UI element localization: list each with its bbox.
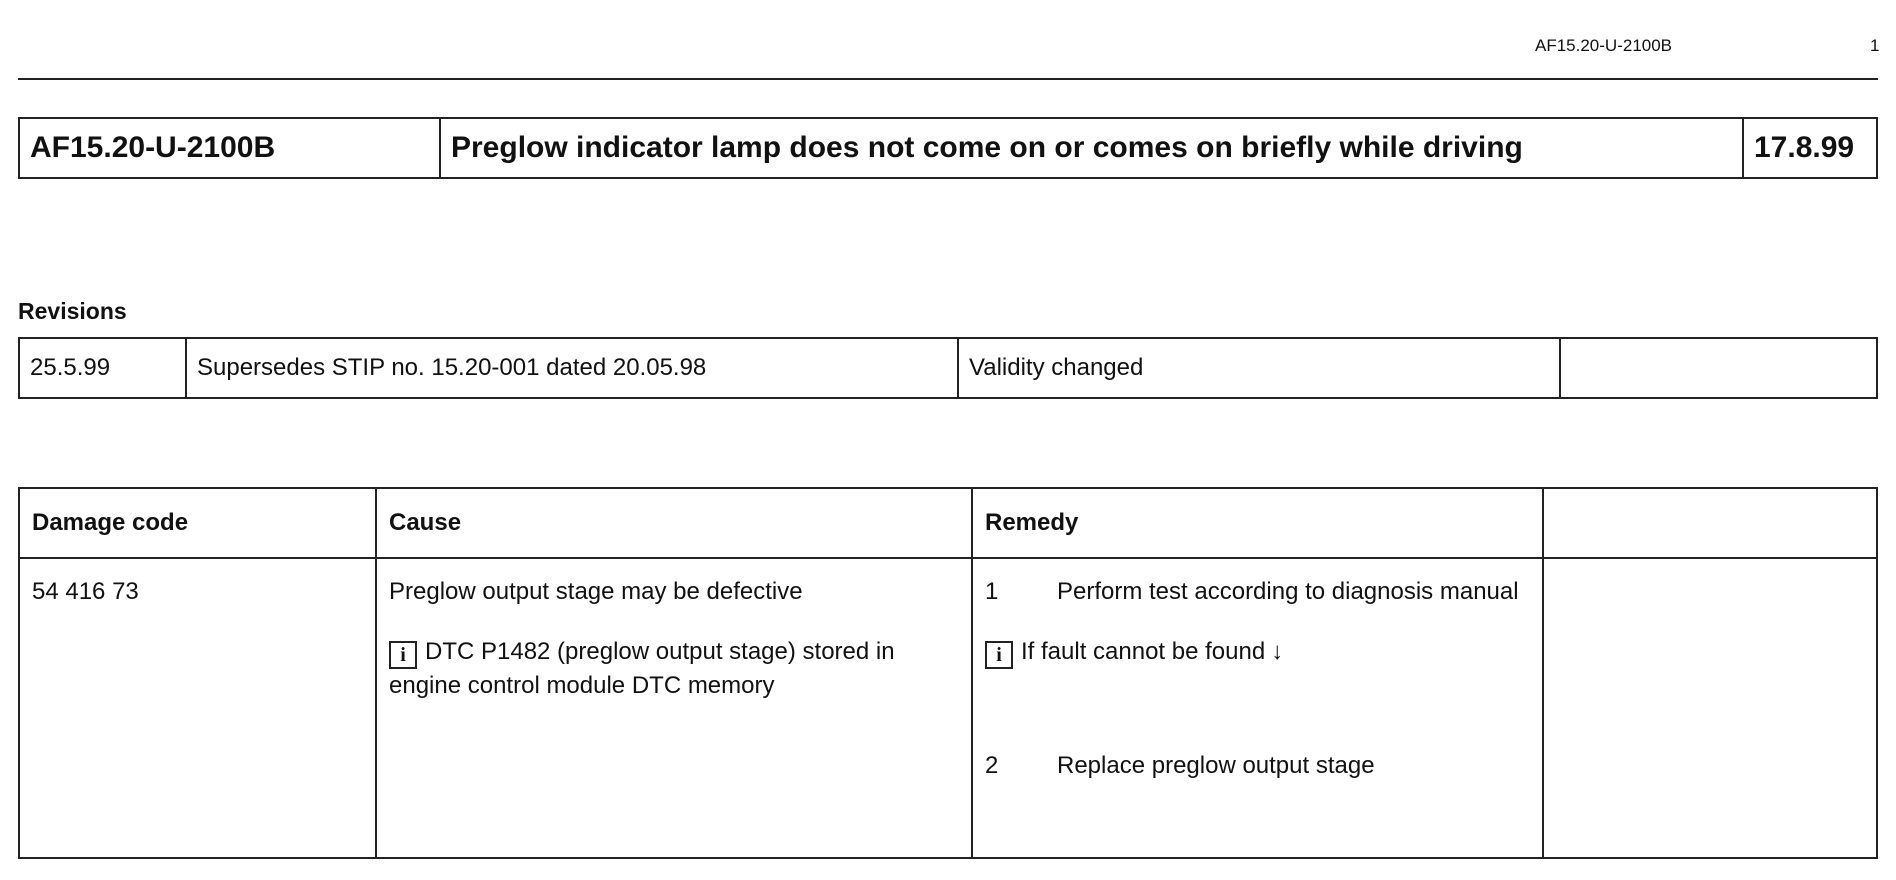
remedy-info-text: If fault cannot be found <box>1021 638 1266 665</box>
remedy-step-1: 1 Perform test according to diagnosis ma… <box>985 575 1530 609</box>
cause-text: Preglow output stage may be defective <box>389 578 803 605</box>
cause-info-text: DTC P1482 (preglow output stage) stored … <box>389 638 895 699</box>
info-icon: i <box>985 641 1013 669</box>
remedy-step-number: 2 <box>985 752 999 779</box>
header-divider <box>18 78 1878 80</box>
remedy-step-text: Replace preglow output stage <box>1057 752 1375 779</box>
header-remedy: Remedy <box>971 487 1544 559</box>
revision-description: Supersedes STIP no. 15.20-001 dated 20.0… <box>185 337 959 399</box>
revision-date: 25.5.99 <box>18 337 187 399</box>
damage-table: Damage code Cause Remedy 54 416 73 Pregl… <box>18 487 1878 859</box>
header-damage-code: Damage code <box>18 487 377 559</box>
title-text: Preglow indicator lamp does not come on … <box>439 117 1744 179</box>
revision-extra <box>1559 337 1878 399</box>
arrow-down-icon: ↓ <box>1271 638 1284 665</box>
remedy-step-number: 1 <box>985 578 999 605</box>
remedy-step-text: Perform test according to diagnosis manu… <box>1057 578 1519 605</box>
header-page-number: 1 <box>1870 36 1880 55</box>
revision-row: 25.5.99 Supersedes STIP no. 15.20-001 da… <box>18 337 1878 399</box>
revisions-heading: Revisions <box>18 298 127 324</box>
title-date: 17.8.99 <box>1742 117 1878 179</box>
remedy-cell: 1 Perform test according to diagnosis ma… <box>971 557 1544 859</box>
title-code: AF15.20-U-2100B <box>18 117 441 179</box>
revisions-table: 25.5.99 Supersedes STIP no. 15.20-001 da… <box>18 337 1878 399</box>
remedy-info: i If fault cannot be found↓ <box>985 635 1530 669</box>
page-header: AF15.20-U-2100B 1 <box>0 32 1896 60</box>
damage-code-value: 54 416 73 <box>32 578 139 605</box>
revision-note: Validity changed <box>957 337 1561 399</box>
header-cause: Cause <box>375 487 973 559</box>
damage-table-row: 54 416 73 Preglow output stage may be de… <box>18 557 1878 859</box>
title-table: AF15.20-U-2100B Preglow indicator lamp d… <box>18 117 1878 179</box>
damage-code-cell: 54 416 73 <box>18 557 377 859</box>
title-row: AF15.20-U-2100B Preglow indicator lamp d… <box>18 117 1878 179</box>
header-extra <box>1542 487 1878 559</box>
damage-table-header: Damage code Cause Remedy <box>18 487 1878 559</box>
extra-cell <box>1542 557 1878 859</box>
remedy-step-2: 2 Replace preglow output stage <box>985 749 1530 783</box>
header-doc-code: AF15.20-U-2100B <box>1535 36 1673 55</box>
info-icon: i <box>389 641 417 669</box>
